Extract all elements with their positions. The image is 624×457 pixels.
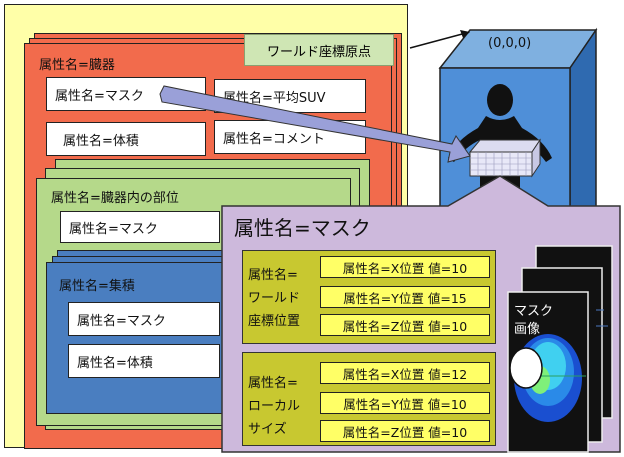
local-group-label-3: サイズ [248,422,287,437]
origin-arrow [409,30,470,49]
accum-attr-mask: 属性名=マスク [68,302,220,336]
world-z-value: 属性名=Z位置 値=10 [320,314,490,336]
local-x-value: 属性名=X位置 値=12 [320,362,490,384]
world-group-label-1: 属性名= [248,268,298,283]
world-x-value: 属性名=X位置 値=10 [320,256,490,278]
mask-image-label-1: マスク [514,304,554,319]
mask-to-voi-arrow [159,85,471,163]
region-title: 属性名=臓器内の部位 [51,191,179,206]
mask-circle [509,347,543,389]
local-z-value: 属性名=Z位置 値=10 [320,420,490,442]
world-origin-label: ワールド座標原点 [244,34,394,66]
world-origin-text: ワールド座標原点 [266,44,371,60]
accum-box: 属性名=集積 [46,262,236,414]
accum-title: 属性名=集積 [59,279,135,294]
organ-title: 属性名=臓器 [39,58,115,73]
origin-coord: (0,0,0) [488,36,532,51]
organ-attr-volume: 属性名=体積 [46,122,206,156]
world-group-label-2: ワールド [248,291,301,306]
local-group-label-1: 属性名= [248,376,298,391]
mask-image-label-2: 画像 [514,322,541,337]
local-group-label-2: ローカル [248,399,301,414]
world-y-value: 属性名=Y位置 値=15 [320,286,490,308]
voi-cube [468,138,541,178]
world-group-label-3: 座標位置 [248,314,301,329]
local-y-value: 属性名=Y位置 値=10 [320,392,490,414]
region-attr-mask: 属性名=マスク [60,211,220,243]
accum-attr-volume: 属性名=体積 [68,344,220,378]
mask-panel-title: 属性名=マスク [234,216,371,240]
